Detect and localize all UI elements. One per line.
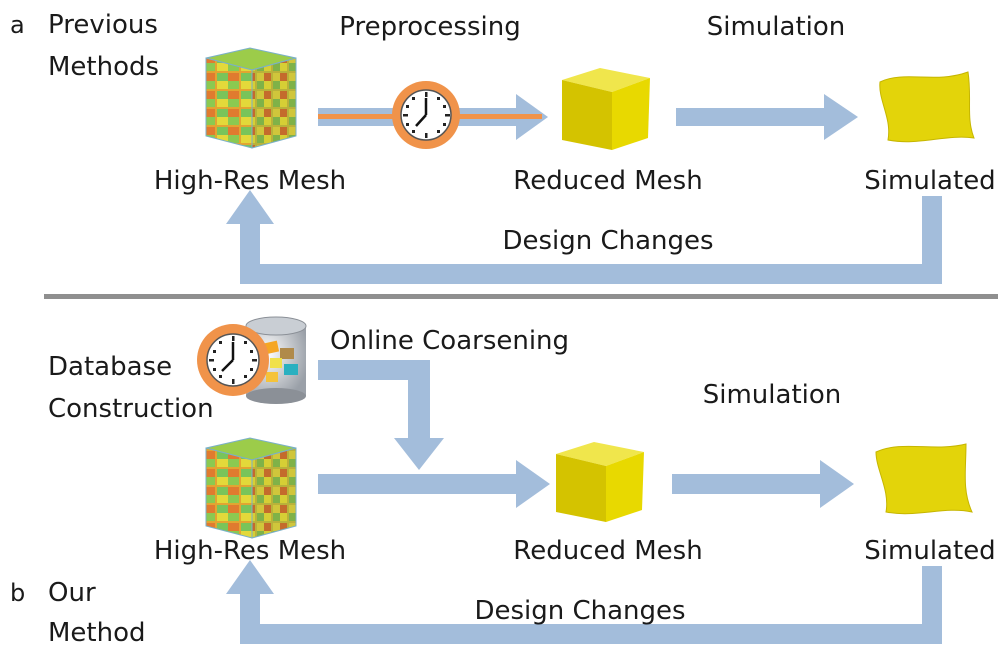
reduced-mesh-icon-bottom <box>556 442 644 522</box>
reduced-mesh-label-top: Reduced Mesh <box>513 166 703 196</box>
simulation-label-top: Simulation <box>706 12 846 42</box>
reduced-mesh-icon-top <box>562 68 650 150</box>
timer-icon-bottom <box>197 324 269 396</box>
timer-icon-top <box>392 81 460 149</box>
design-changes-label-top: Design Changes <box>502 226 714 256</box>
design-changes-label-bottom: Design Changes <box>474 596 686 626</box>
high-res-mesh-label-top: High-Res Mesh <box>153 166 347 196</box>
database-label-line2: Construction <box>48 394 214 424</box>
simulated-mesh-icon-top <box>879 71 975 143</box>
simulated-label-top: Simulated <box>864 166 996 196</box>
online-coarsening-label: Online Coarsening <box>330 326 570 356</box>
high-res-mesh-icon-bottom <box>205 437 297 539</box>
high-res-mesh-label-bottom: High-Res Mesh <box>153 536 347 566</box>
design-changes-arrow-bottom <box>226 560 942 644</box>
simulation-label-bottom: Simulation <box>702 380 842 410</box>
design-changes-arrow-top <box>226 190 942 284</box>
simulation-arrow-bottom <box>672 460 854 508</box>
online-coarsening-arrow <box>318 360 444 470</box>
panel-letter-a: a <box>10 11 25 39</box>
panel-letter-b: b <box>10 579 26 607</box>
high-res-mesh-icon-top <box>205 47 297 149</box>
simulation-arrow-top <box>676 94 858 140</box>
simulated-mesh-icon-bottom <box>875 443 973 515</box>
database-label-line1: Database <box>48 352 173 382</box>
panel-divider <box>44 294 998 299</box>
panel-title-our: Our <box>48 578 96 608</box>
panel-title-method: Method <box>48 618 146 648</box>
coarsening-main-arrow <box>318 460 550 508</box>
preprocessing-label: Preprocessing <box>339 12 521 42</box>
simulated-label-bottom: Simulated <box>864 536 996 566</box>
panel-title-previous: Previous <box>48 10 158 40</box>
reduced-mesh-label-bottom: Reduced Mesh <box>513 536 703 566</box>
panel-title-methods: Methods <box>48 52 160 82</box>
